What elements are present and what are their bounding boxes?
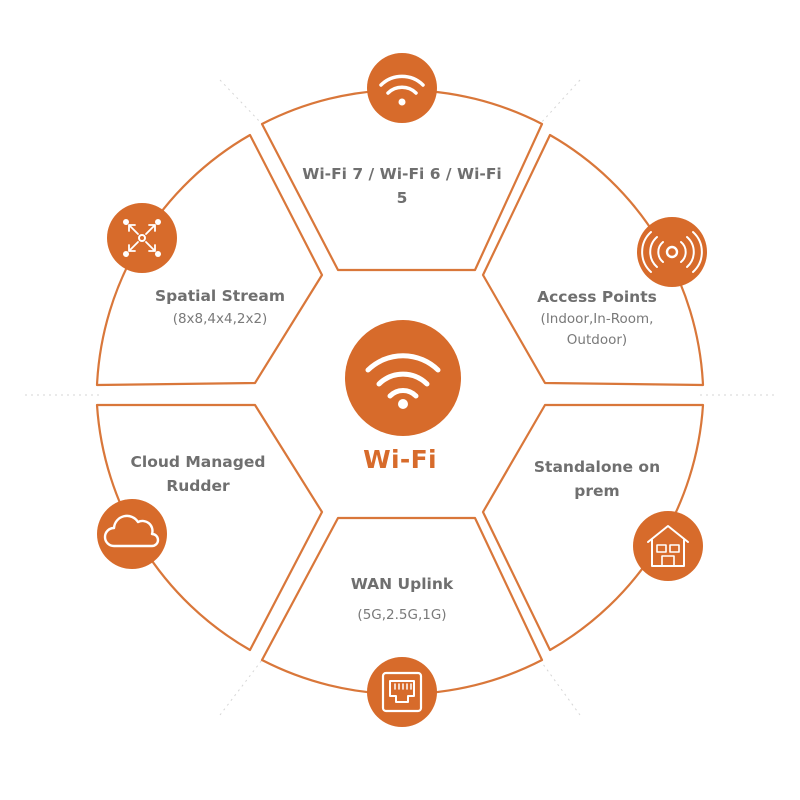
building-icon <box>647 525 689 567</box>
ethernet-port-icon <box>381 671 423 713</box>
badge-standalone <box>633 511 703 581</box>
badge-spatial-stream <box>107 203 177 273</box>
badge-cloud-managed <box>97 499 167 569</box>
wan-uplink-subtitle: (5G,2.5G,1G) <box>357 607 447 623</box>
standalone-title: Standalone on prem <box>533 458 661 500</box>
spatial-stream-title: Spatial Stream <box>155 287 285 305</box>
wan-uplink-title: WAN Uplink <box>350 575 454 593</box>
expand-arrows-icon <box>123 219 161 257</box>
badge-access-points <box>637 217 707 287</box>
center-label: Wi-Fi <box>363 445 437 474</box>
label-cloud-managed: Cloud Managed Rudder <box>118 450 278 498</box>
wifi-icon <box>365 353 441 409</box>
access-points-subtitle-line-1: (Indoor,In-Room, <box>540 311 654 327</box>
cloud-managed-title: Cloud Managed Rudder <box>130 453 266 495</box>
badge-wan-uplink <box>367 657 437 727</box>
label-standalone: Standalone on prem <box>532 455 662 503</box>
signal-broadcast-icon <box>641 231 703 273</box>
label-spatial-stream: Spatial Stream (8x8,4x4,2x2) <box>130 284 310 330</box>
center-hub <box>345 320 461 436</box>
cloud-icon <box>103 514 160 548</box>
access-points-title: Access Points <box>537 288 657 306</box>
badge-wifi-standards <box>367 53 437 123</box>
label-wan-uplink: WAN Uplink (5G,2.5G,1G) <box>312 572 492 626</box>
access-points-subtitle-line-2: Outdoor) <box>566 332 628 348</box>
guide-lines <box>25 79 778 716</box>
label-access-points: Access Points (Indoor,In-Room, Outdoor) <box>507 285 687 351</box>
wifi-icon <box>379 74 425 106</box>
label-wifi-standards: Wi-Fi 7 / Wi-Fi 6 / Wi-Fi 5 <box>302 162 502 210</box>
spatial-stream-subtitle: (8x8,4x4,2x2) <box>172 311 268 327</box>
wifi-standards-title: Wi-Fi 7 / Wi-Fi 6 / Wi-Fi 5 <box>302 165 502 207</box>
